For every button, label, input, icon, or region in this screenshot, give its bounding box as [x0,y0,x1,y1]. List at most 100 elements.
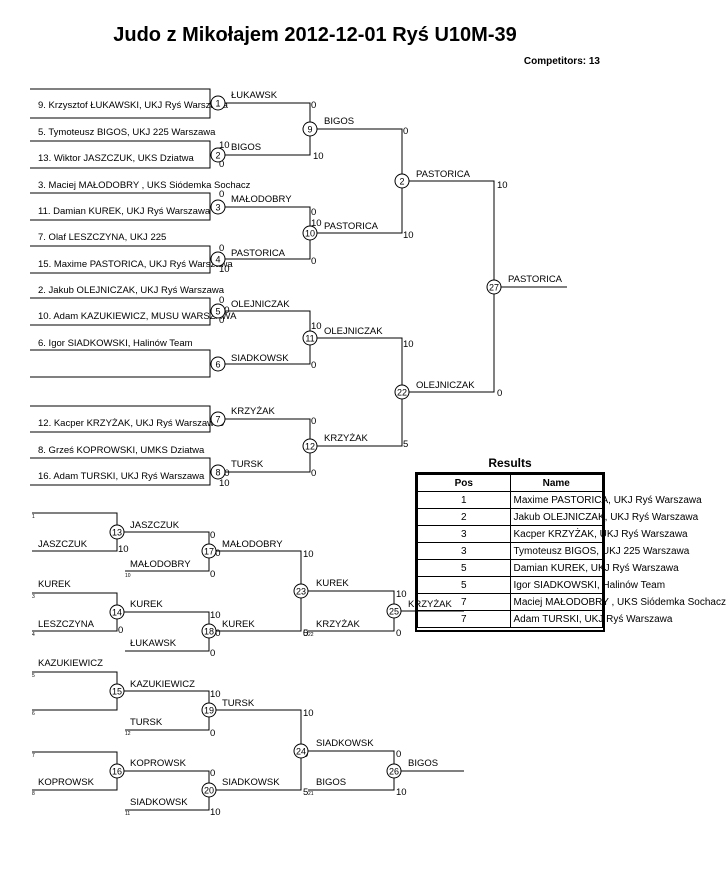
svg-text:0: 0 [210,530,215,541]
match-number-badge [201,623,217,639]
svg-text:10: 10 [125,573,131,579]
svg-text:10: 10 [396,787,407,798]
match-number-badge [109,683,125,699]
entry-name: 5. Tymoteusz BIGOS, UKJ 225 Warszawa [38,127,216,138]
svg-text:0: 0 [210,569,215,580]
svg-text:10: 10 [118,544,129,555]
svg-text:2: 2 [399,177,404,187]
entry-name: KUREK [38,579,71,590]
svg-text:10: 10 [219,264,230,275]
svg-text:3: 3 [215,203,220,213]
svg-text:1: 1 [215,99,220,109]
results-col-name: Name [509,474,603,492]
match-number-badge [210,147,226,163]
svg-text:5: 5 [403,439,408,450]
svg-text:4: 4 [32,632,35,638]
svg-text:9: 9 [307,125,312,135]
svg-text:0: 0 [219,295,224,306]
svg-text:2: 2 [215,151,220,161]
winner-label: ŁUKAWSK [231,90,278,101]
winner-label: BIGOS [324,116,354,127]
winner-label: KAZUKIEWICZ [130,679,195,690]
winner-label: PASTORICA [416,169,471,180]
svg-text:10: 10 [305,229,315,239]
entry-name: 16. Adam TURSKI, UKJ Ryś Warszawa [38,471,205,482]
entry-name: 11. Damian KUREK, UKJ Ryś Warszawa [38,206,211,217]
svg-text:7: 7 [32,753,35,759]
match-number-badge [293,743,309,759]
svg-text:0: 0 [219,189,224,200]
svg-text:8: 8 [32,791,35,797]
entry-name: JASZCZUK [38,539,88,550]
competitors-count: Competitors: 13 [523,56,600,67]
svg-text:19: 19 [204,706,214,716]
winner-label: OLEJNICZAK [231,299,290,310]
svg-text:0: 0 [210,768,215,779]
svg-text:0: 0 [118,625,123,636]
entry-name: KOPROWSK [38,777,95,788]
svg-text:10: 10 [219,478,230,489]
svg-text:5: 5 [303,787,308,798]
svg-text:4: 4 [215,255,220,265]
svg-text:10: 10 [497,180,508,191]
winner-label: KRZYŻAK [231,406,275,417]
svg-text:10: 10 [311,218,322,229]
results-col-pos: Pos [417,474,511,492]
svg-text:0: 0 [219,159,224,170]
winner-label: SIADKOWSK [222,777,280,788]
match-number-badge [201,782,217,798]
svg-text:5: 5 [303,628,308,639]
entry-name: 13. Wiktor JASZCZUK, UKS Dziatwa [38,153,194,164]
champion-label: PASTORICA [508,274,563,285]
bronze-label: BIGOS [408,758,438,769]
match-box-r1-6 [30,349,211,378]
svg-text:6: 6 [32,711,35,717]
svg-text:10: 10 [403,339,414,350]
svg-text:12: 12 [305,442,315,452]
svg-text:0: 0 [303,628,308,639]
page-title: Judo z Mikołajem 2012-12-01 Ryś U10M-39 [113,24,517,46]
svg-text:18: 18 [204,627,214,637]
winner-label: KOPROWSK [130,758,187,769]
svg-text:17: 17 [204,547,214,557]
svg-text:7: 7 [215,415,220,425]
match-number-badge [394,173,410,189]
entry-name: 6. Igor SIADKOWSKI, Halinów Team [38,338,193,349]
winner-label: SIADKOWSK [231,353,289,364]
svg-text:10: 10 [396,589,407,600]
repechage-box [301,750,395,791]
match-box-r3-1 [310,128,403,234]
svg-text:10: 10 [210,807,221,818]
winner-label: KUREK [316,578,349,589]
svg-text:5: 5 [32,673,35,679]
winner-label: KRZYŻAK [324,433,368,444]
svg-text:3: 3 [32,594,35,600]
winner-label: BIGOS [231,142,261,153]
bracket-diagram: 9. Krzysztof ŁUKAWSKI, UKJ Ryś Warszawa … [30,88,567,818]
winner-label: BIGOS [316,777,346,788]
match-number-badge [486,279,502,295]
entry-name: 7. Olaf LESZCZYNA, UKJ 225 [38,232,166,243]
winner-label: KUREK [222,619,255,630]
svg-text:0: 0 [311,360,316,371]
results-header-row: Pos Name [417,474,603,492]
winner-label: OLEJNICZAK [324,326,383,337]
winner-label: MAŁODOBRY [222,539,283,550]
svg-text:5: 5 [215,307,220,317]
svg-text:16: 16 [112,767,122,777]
match-number-badge [293,583,309,599]
svg-text:0: 0 [219,243,224,254]
svg-text:27: 27 [489,283,499,293]
svg-text:14: 14 [112,608,122,618]
svg-text:0: 0 [210,728,215,739]
winner-label: MAŁODOBRY [231,194,292,205]
svg-text:24: 24 [296,747,306,757]
match-box-r3-2 [310,337,403,447]
winner-label: SIADKOWSK [316,738,374,749]
